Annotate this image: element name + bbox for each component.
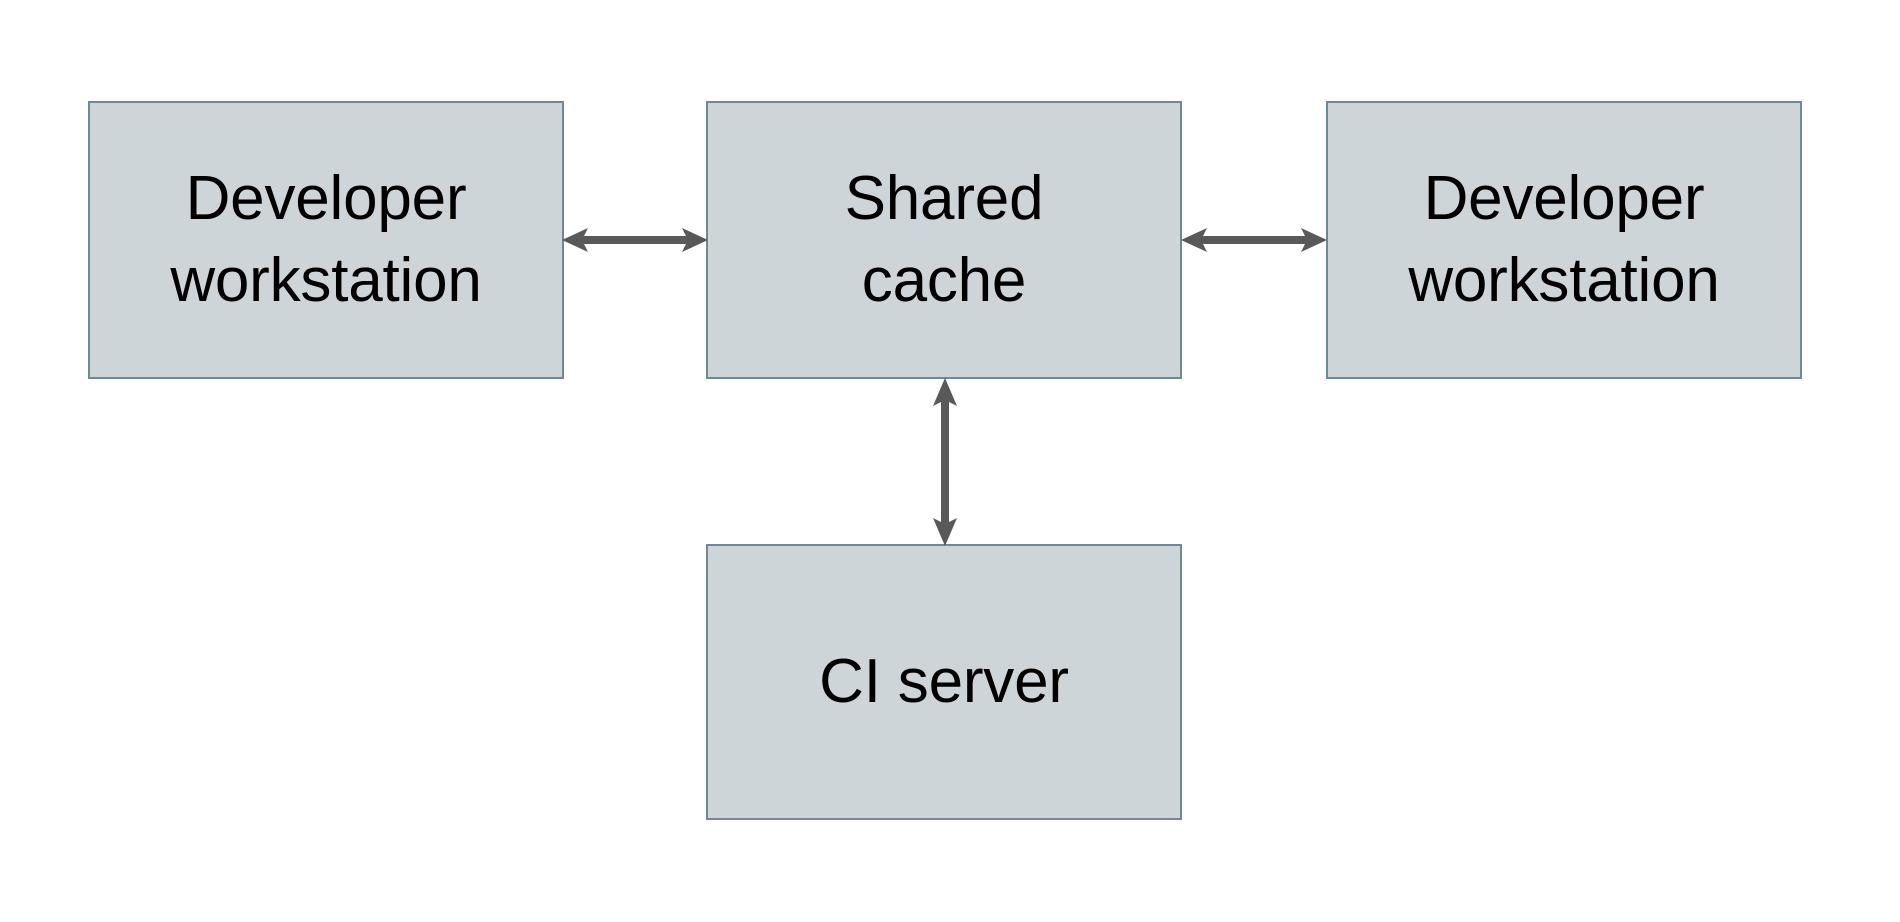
node-label: Shared cache	[844, 163, 1044, 315]
node-label: Developer workstation	[1408, 163, 1720, 315]
double-arrow-vertical-icon	[933, 378, 957, 546]
node-label: CI server	[819, 646, 1069, 716]
double-arrow-horizontal-icon	[562, 228, 708, 252]
node-ci-server[interactable]: CI server	[706, 544, 1182, 820]
node-label: Developer workstation	[170, 163, 482, 315]
edge-cache-to-ci-server	[910, 378, 980, 546]
edge-dev-left-to-cache	[562, 205, 708, 275]
node-dev-workstation-left[interactable]: Developer workstation	[88, 101, 564, 379]
node-shared-cache[interactable]: Shared cache	[706, 101, 1182, 379]
double-arrow-horizontal-icon	[1181, 228, 1327, 252]
edge-cache-to-dev-right	[1181, 205, 1327, 275]
node-dev-workstation-right[interactable]: Developer workstation	[1326, 101, 1802, 379]
